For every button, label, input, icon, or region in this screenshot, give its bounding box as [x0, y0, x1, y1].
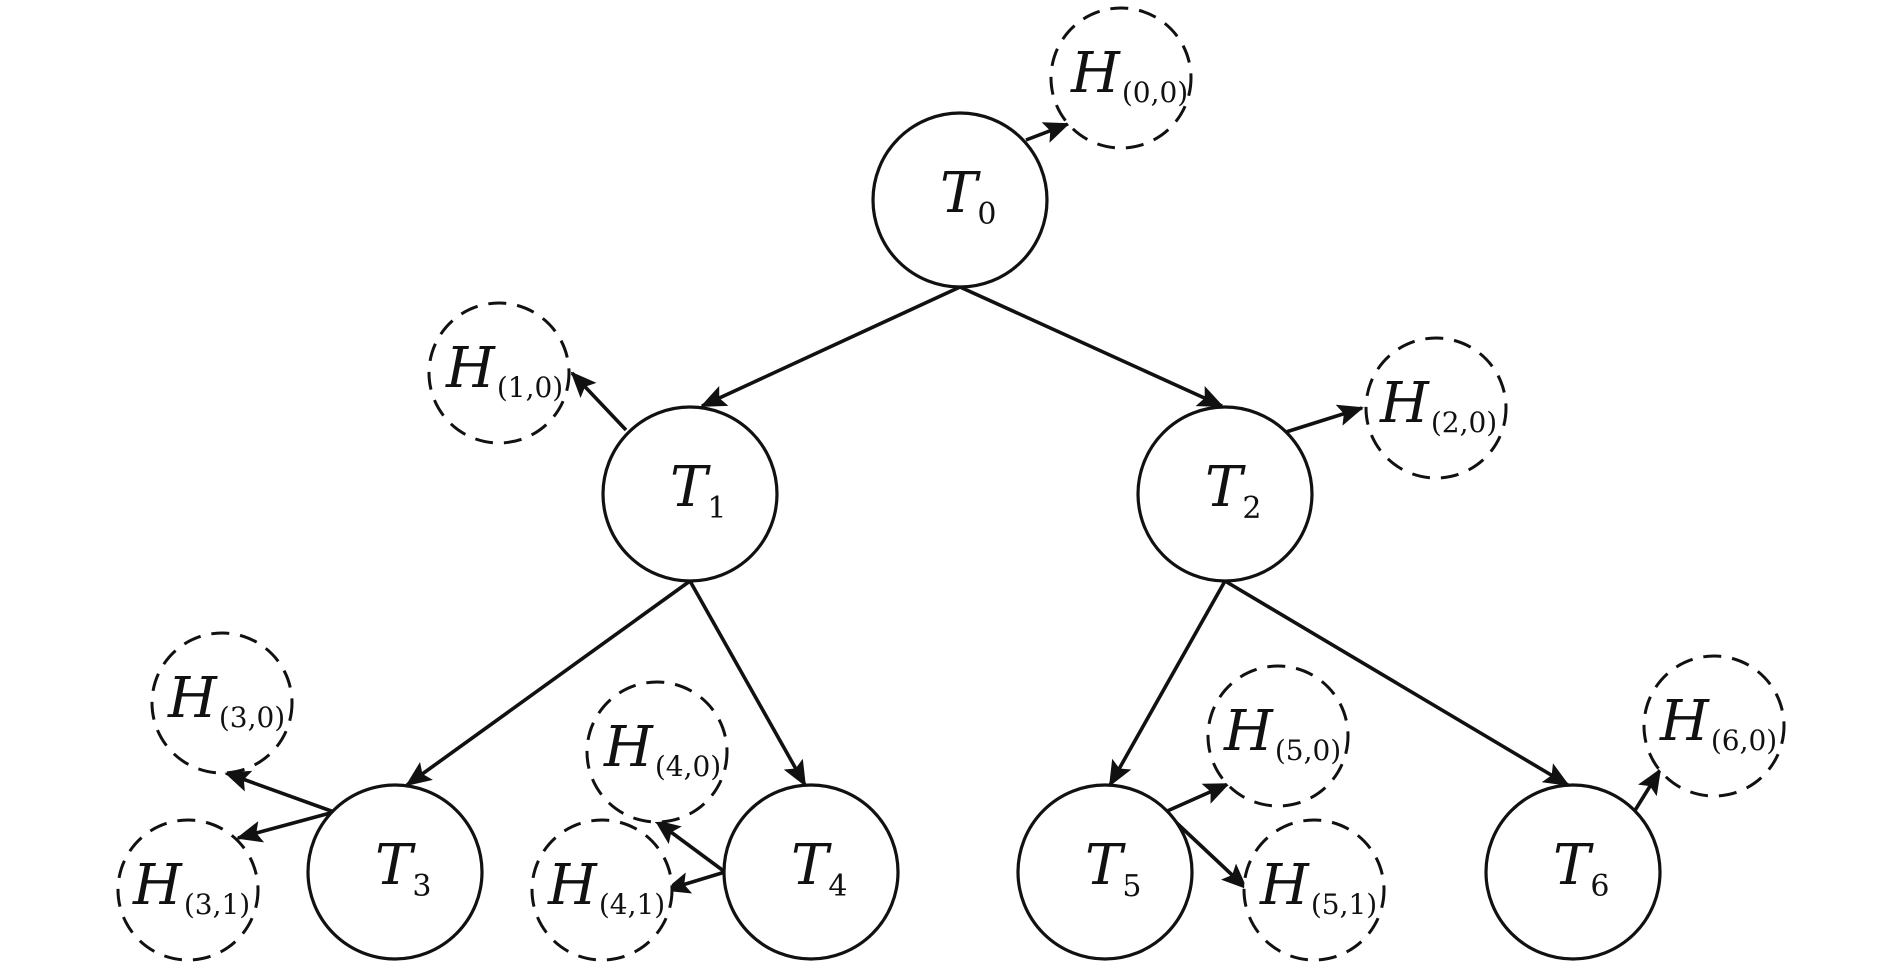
- node-subscript: 4: [828, 869, 847, 904]
- helper-subscript: (6,0): [1711, 724, 1777, 757]
- helper-letter: H: [547, 853, 598, 918]
- edge-t1-t4: [688, 580, 807, 787]
- helper-letter: H: [167, 666, 218, 731]
- node-letter: T: [791, 833, 832, 898]
- helper-subscript: (1,0): [497, 371, 563, 404]
- node-letter: T: [1205, 455, 1246, 520]
- svg-text:T6: T6: [1553, 833, 1609, 904]
- svg-text:T1: T1: [670, 455, 726, 526]
- helper-node-h30: H(3,0): [150, 631, 294, 775]
- svg-text:H(4,1): H(4,1): [547, 853, 665, 921]
- svg-text:H(2,0): H(2,0): [1379, 371, 1497, 439]
- helper-node-h41: H(4,1): [530, 818, 674, 962]
- helper-subscript: (4,1): [599, 888, 665, 921]
- node-letter: T: [1553, 833, 1594, 898]
- helper-subscript: (4,0): [655, 750, 721, 783]
- node-subscript: 0: [977, 197, 996, 232]
- tree-node-t5: T5: [1016, 783, 1194, 961]
- edge-t6-h60: [1632, 768, 1662, 813]
- edges-layer: [224, 122, 1662, 894]
- helper-letter: H: [445, 336, 496, 401]
- helper-node-h10: H(1,0): [427, 301, 571, 445]
- helper-letter: H: [1223, 699, 1274, 764]
- tree-node-t0: T0: [871, 111, 1049, 289]
- helper-letter: H: [603, 715, 654, 780]
- svg-text:H(3,0): H(3,0): [167, 666, 285, 734]
- helper-letter: H: [132, 853, 183, 918]
- edge-t1-h10: [570, 371, 628, 432]
- svg-text:H(3,1): H(3,1): [132, 853, 250, 921]
- edge-t0-t2: [959, 285, 1224, 408]
- node-subscript: 2: [1242, 491, 1261, 526]
- helper-node-h40: H(4,0): [585, 680, 729, 824]
- svg-text:H(5,1): H(5,1): [1259, 853, 1377, 921]
- svg-text:T5: T5: [1085, 833, 1141, 904]
- node-letter: T: [940, 161, 981, 226]
- svg-text:H(0,0): H(0,0): [1070, 41, 1188, 109]
- helper-node-h20: H(2,0): [1364, 336, 1508, 480]
- edge-t0-h00: [1025, 122, 1070, 143]
- edge-t4-h40: [654, 819, 727, 874]
- edge-t2-h20: [1285, 404, 1364, 434]
- svg-text:H(1,0): H(1,0): [445, 336, 563, 404]
- edge-t2-t5: [1108, 580, 1227, 787]
- helper-node-h60: H(6,0): [1642, 654, 1786, 798]
- svg-text:H(4,0): H(4,0): [603, 715, 721, 783]
- helper-node-h51: H(5,1): [1242, 818, 1386, 962]
- node-subscript: 3: [412, 869, 431, 904]
- tree-node-t6: T6: [1484, 783, 1662, 961]
- helper-node-h31: H(3,1): [116, 818, 260, 962]
- svg-text:H(6,0): H(6,0): [1659, 689, 1777, 757]
- helper-subscript: (0,0): [1122, 76, 1188, 109]
- tree-node-t2: T2: [1136, 405, 1314, 583]
- helpers-layer: H(0,0) H(1,0) H(2,0) H(3,0) H(3,1) H(4,0…: [116, 6, 1786, 962]
- nodes-layer: T0 T1 T2 T3 T4 T5 T6: [306, 111, 1662, 961]
- edge-t3-h31: [236, 810, 335, 843]
- svg-text:T4: T4: [791, 833, 847, 904]
- helper-subscript: (2,0): [1431, 406, 1497, 439]
- tree-node-t1: T1: [601, 405, 779, 583]
- helper-letter: H: [1379, 371, 1430, 436]
- edge-t4-h41: [664, 870, 726, 894]
- helper-letter: H: [1259, 853, 1310, 918]
- node-subscript: 5: [1122, 869, 1141, 904]
- edge-t0-t1: [700, 285, 961, 408]
- helper-letter: H: [1659, 689, 1710, 754]
- svg-text:T3: T3: [375, 833, 431, 904]
- helper-node-h50: H(5,0): [1206, 664, 1350, 808]
- helper-node-h00: H(0,0): [1049, 6, 1193, 150]
- edge-t1-t3: [405, 579, 692, 787]
- tree-node-t4: T4: [722, 783, 900, 961]
- node-letter: T: [670, 455, 711, 520]
- node-subscript: 1: [707, 491, 726, 526]
- edge-t3-h30: [224, 770, 335, 814]
- edge-t2-t6: [1224, 579, 1570, 787]
- edge-t5-h50: [1164, 782, 1230, 814]
- node-letter: T: [1085, 833, 1126, 898]
- helper-subscript: (3,0): [219, 701, 285, 734]
- helper-letter: H: [1070, 41, 1121, 106]
- helper-subscript: (5,0): [1275, 734, 1341, 767]
- node-letter: T: [375, 833, 416, 898]
- node-subscript: 6: [1590, 869, 1609, 904]
- helper-subscript: (3,1): [184, 888, 250, 921]
- svg-text:T0: T0: [940, 161, 996, 232]
- svg-text:T2: T2: [1205, 455, 1261, 526]
- helper-subscript: (5,1): [1311, 888, 1377, 921]
- tree-node-t3: T3: [306, 783, 484, 961]
- svg-text:H(5,0): H(5,0): [1223, 699, 1341, 767]
